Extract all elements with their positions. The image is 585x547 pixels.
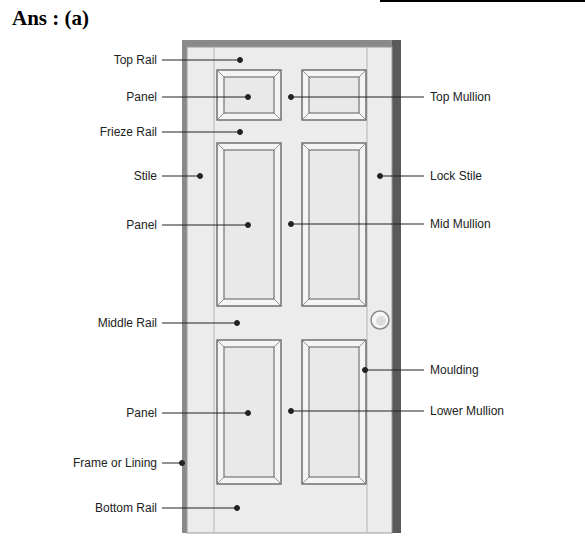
border-line [380, 0, 585, 2]
part-label: Frieze Rail [100, 124, 157, 140]
panel-shape [217, 70, 281, 120]
part-label: Panel [126, 405, 157, 421]
part-label: Frame or Lining [73, 455, 157, 471]
answer-heading: Ans : (a) [12, 5, 89, 31]
panel-shape [217, 340, 281, 484]
leader-lines [162, 58, 424, 511]
door-panels [217, 70, 366, 484]
part-label: Moulding [430, 362, 479, 378]
frame-shadow [392, 40, 401, 533]
door-knob [371, 311, 389, 329]
part-label: Middle Rail [98, 315, 157, 331]
panel-shape [302, 340, 366, 484]
door-slab [187, 47, 392, 533]
part-label: Mid Mullion [430, 216, 491, 232]
part-label: Bottom Rail [95, 500, 157, 516]
part-label: Lock Stile [430, 168, 482, 184]
part-label: Panel [126, 89, 157, 105]
part-label: Top Rail [114, 52, 157, 68]
part-label: Lower Mullion [430, 403, 504, 419]
door-frame [182, 40, 401, 533]
part-label: Top Mullion [430, 89, 491, 105]
part-label: Stile [134, 168, 157, 184]
stile-line [214, 47, 215, 533]
door-knob [376, 316, 386, 326]
panel-shape [302, 70, 366, 120]
part-label: Panel [126, 217, 157, 233]
